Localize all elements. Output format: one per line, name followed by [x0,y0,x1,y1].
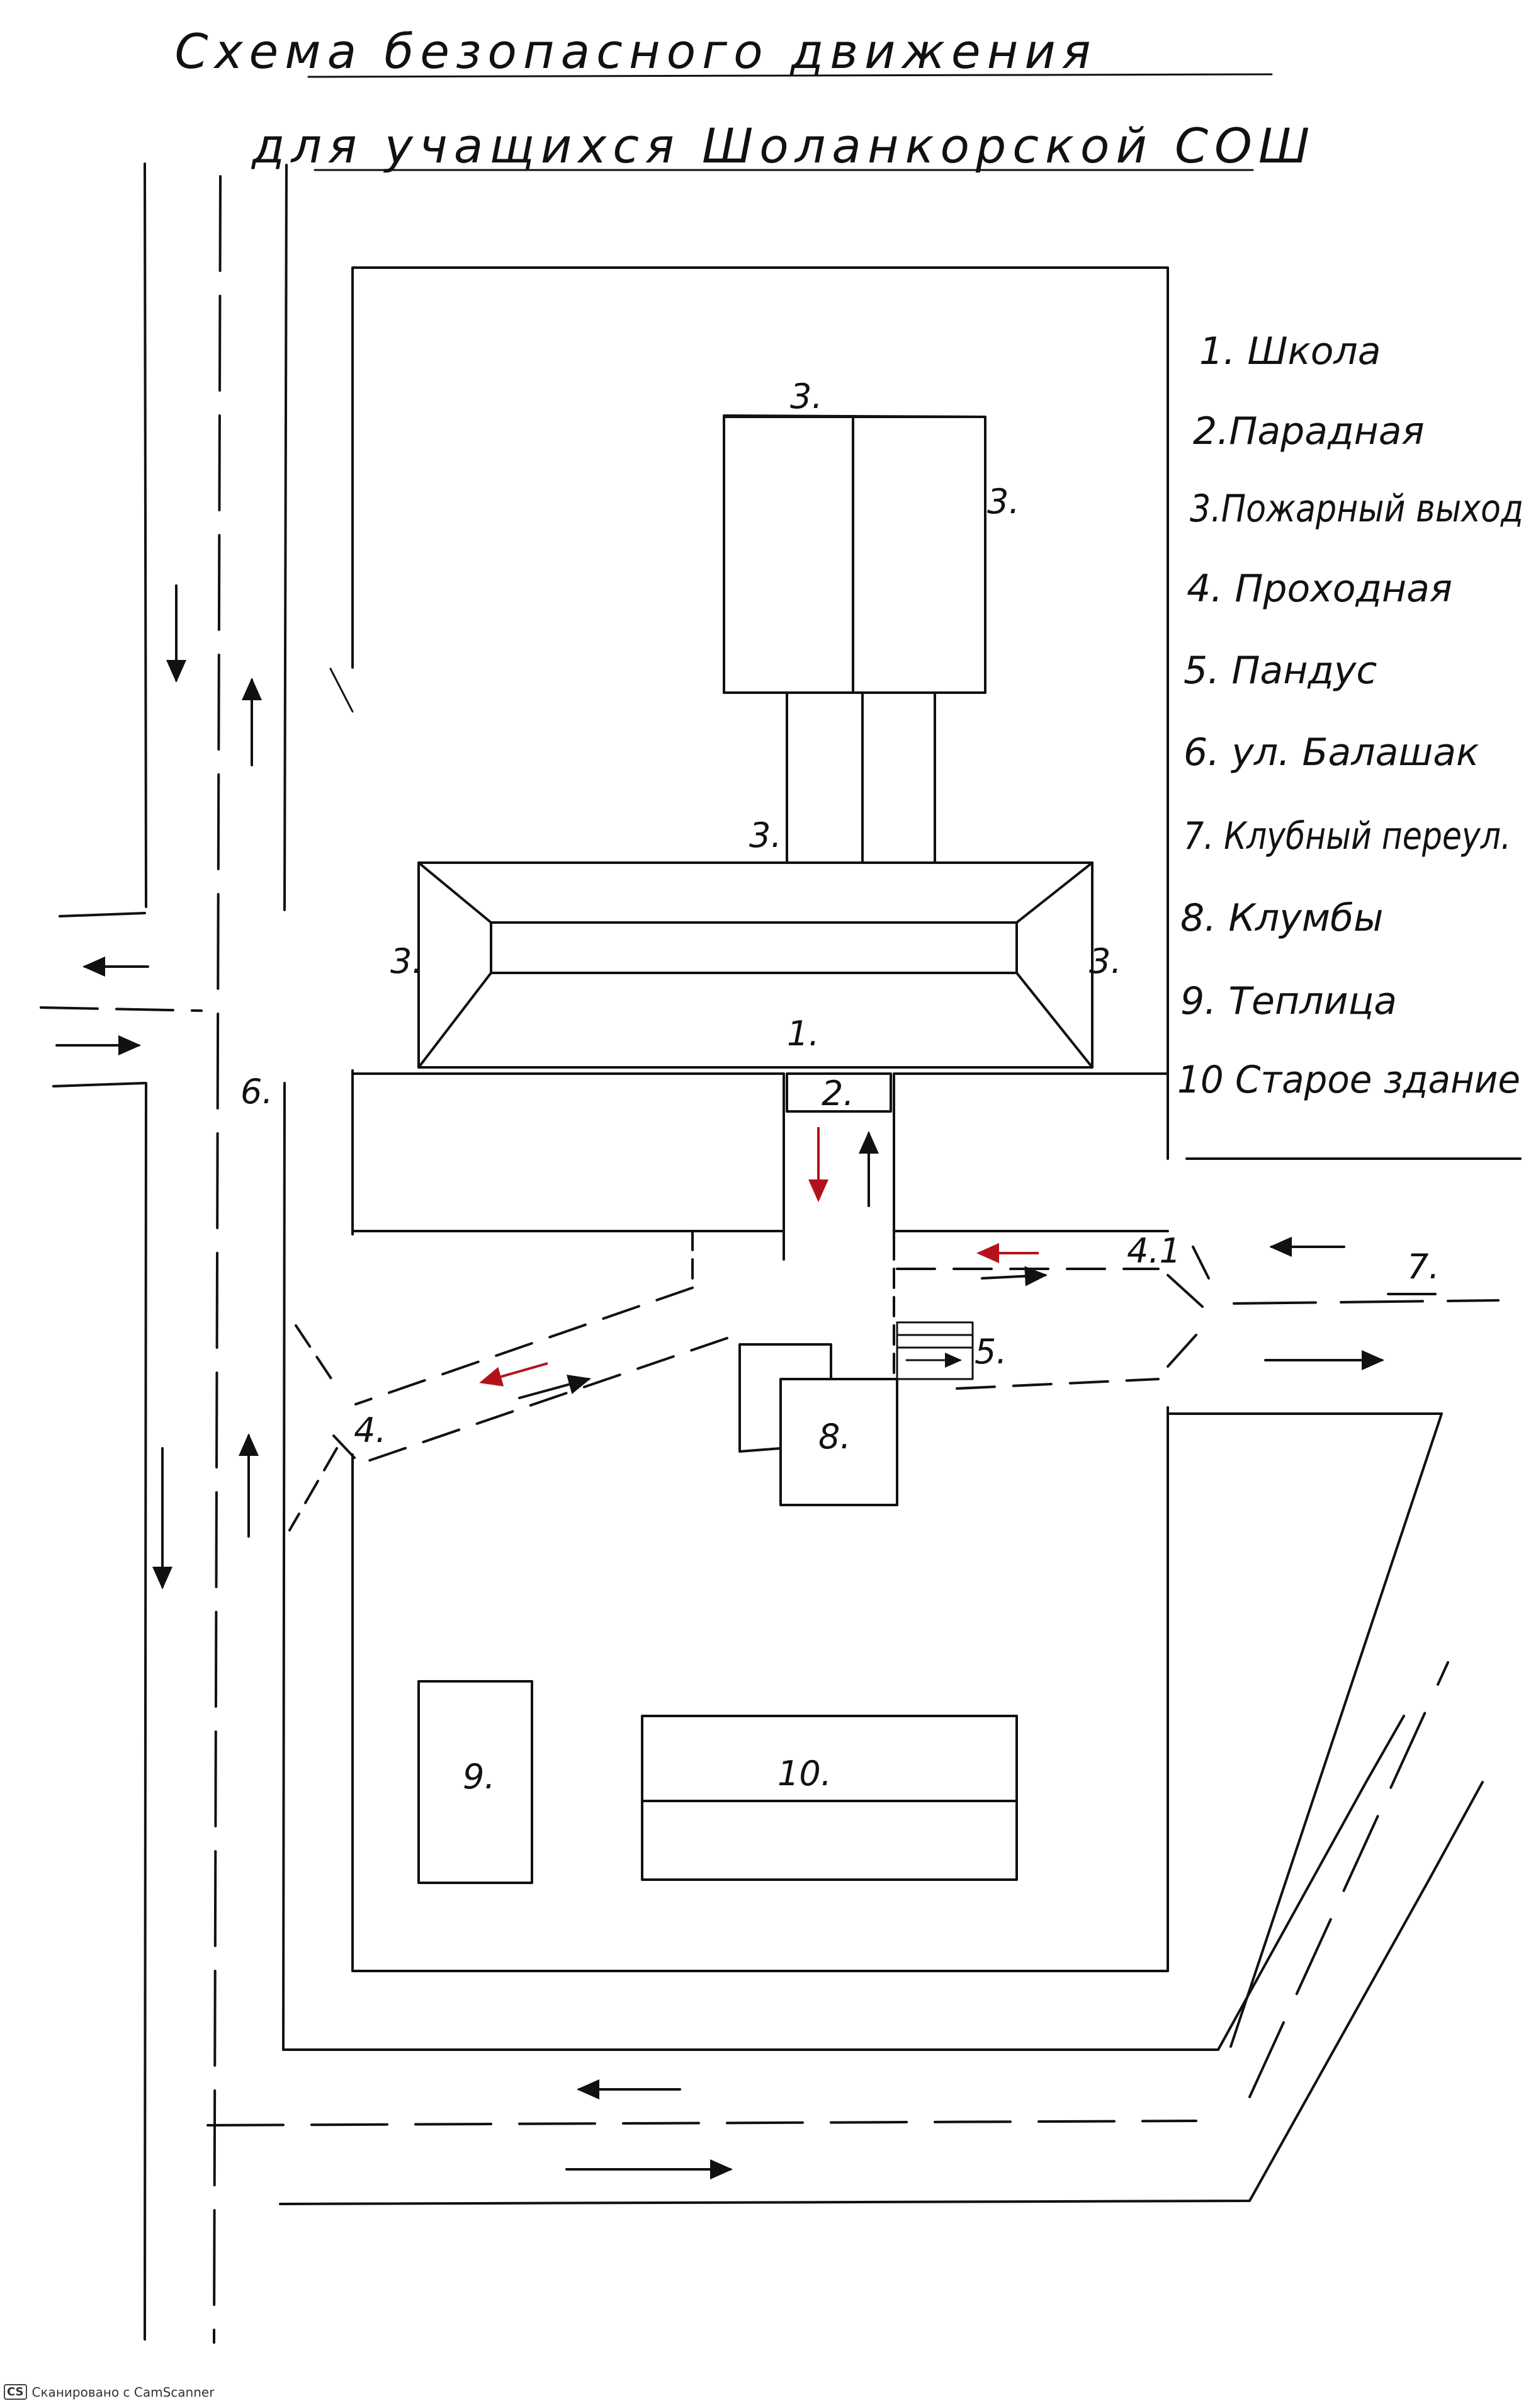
legend-item-street: 6. ул. Балашак [1184,730,1479,775]
fire-exit-label-east: 3. [1089,941,1122,981]
flowerbeds: 8. [738,1343,898,1506]
fire-exit-label-top: 3. [790,377,823,416]
scanner-text: Сканировано с CamScanner [31,2384,215,2400]
legend-item-fire-exit: 3.Пожарный выход [1190,487,1523,531]
school-building: 3. 3. 3. 3. 3. 1. [390,377,1122,1069]
ramp: 5. [896,1321,1007,1380]
school-label: 1. [787,1014,820,1054]
title-line-2: для учащихся Шоланкорской СОШ [251,118,1316,174]
title-line-1: Схема безопасного движения [175,23,1097,79]
fire-exit-label-west: 3. [390,941,423,981]
legend-item-old-building: 10 Старое здание [1177,1058,1520,1102]
legend-item-greenhouse: 9. Теплица [1180,979,1397,1023]
street-label: 6. [240,1072,273,1111]
legend-item-lane: 7. Клубный переул. [1184,814,1511,858]
lane-label: 7. [1407,1247,1440,1286]
old-building-label: 10. [777,1754,832,1793]
fire-exit-label-connector: 3. [749,815,782,855]
legend-item-checkpoint: 4. Проходная [1187,567,1452,611]
checkpoint-label: 4. [354,1411,387,1450]
ramp-label: 5. [975,1332,1007,1372]
checkpoint-east-label: 4.1 [1127,1231,1181,1271]
main-entrance-label: 2. [822,1074,854,1113]
scanner-watermark: CS Сканировано с CamScanner [4,2384,214,2400]
annex-wings: 2. [351,1072,1169,1232]
bottom-road [206,1412,1484,2205]
old-building: 10. [641,1715,1018,1881]
legend: 1. Школа 2.Парадная 3.Пожарный выход 4. … [1177,329,1523,1102]
school-grounds: 4. 4.1 [288,266,1210,1972]
legend-item-ramp: 5. Пандус [1184,649,1377,693]
legend-item-school: 1. Школа [1199,329,1381,373]
legend-item-flowerbeds: 8. Клумбы [1180,896,1383,940]
fire-exit-label-right-wing: 3. [987,482,1020,521]
west-side-road [40,912,203,1088]
scanner-logo: CS [4,2384,27,2400]
street-balashak: 6. [144,162,288,2344]
greenhouse: 9. [417,1680,533,1884]
title-block: Схема безопасного движения для учащихся … [175,23,1316,174]
klubny-lane: 7. [1185,1157,1522,1370]
greenhouse-label: 9. [463,1757,495,1797]
flowerbed-label: 8. [818,1417,851,1457]
legend-item-main-entrance: 2.Парадная [1193,409,1425,453]
safe-route [354,1230,1160,1465]
